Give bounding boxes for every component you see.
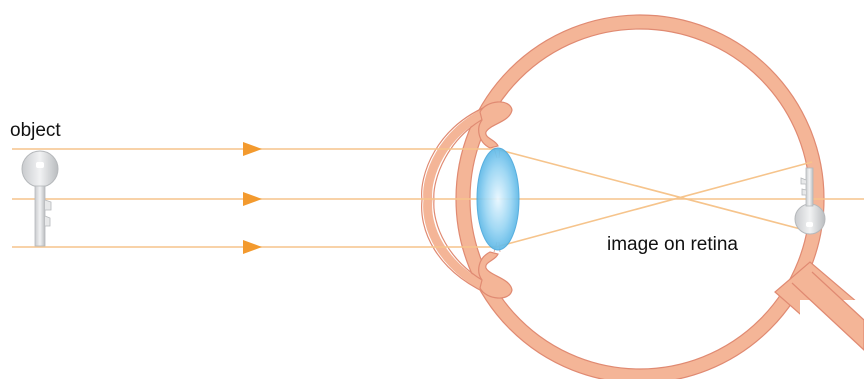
optic-nerve <box>775 262 864 379</box>
ray-arrows <box>243 142 262 254</box>
ray-top-refracted <box>496 149 812 232</box>
arrow-bottom <box>243 240 262 254</box>
object-label: object <box>10 120 61 142</box>
lens <box>477 148 519 250</box>
arrow-middle <box>243 192 262 206</box>
image-on-retina-label: image on retina <box>607 234 738 256</box>
arrow-top <box>243 142 262 156</box>
ciliary-body-top <box>479 102 512 148</box>
ciliary-body-bottom <box>479 252 512 298</box>
